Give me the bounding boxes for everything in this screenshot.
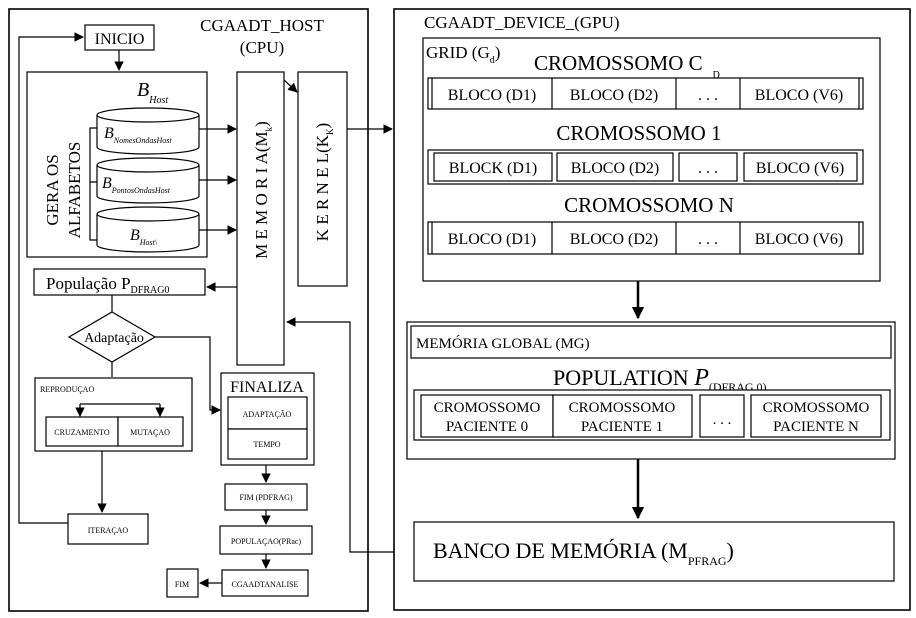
banco-memoria-arrow (286, 317, 414, 553)
fin-tempo-label: TEMPO (253, 440, 280, 449)
populacao-box (33, 268, 206, 296)
grid-label: GRID (Gd) (426, 43, 500, 66)
cromossomo-1-label: CROMOSSOMO 1 (556, 121, 721, 145)
mutacao-label: MUTAÇAO (130, 428, 170, 437)
database-icon-nomes: BNomesOndasHost (96, 107, 200, 155)
banco-memoria-label: BANCO DE MEMÓRIA (MPFRAG) (433, 538, 734, 568)
fin-tempo-box (227, 428, 308, 460)
cruzamento-box (45, 416, 119, 447)
cromossomo-n-label: CROMOSSOMO N (564, 193, 734, 217)
block-cell: . . . (698, 160, 718, 177)
database-icon-host: BHost\ (96, 206, 200, 253)
inicio-box (84, 24, 155, 51)
memoria-box (236, 71, 285, 366)
finaliza-label: FINALIZA (230, 379, 304, 396)
chromosome-row-3: BLOCO (D1) BLOCO (D2) . . . BLOCO (V6) (427, 221, 864, 255)
svg-text:CROMOSSOMO: CROMOSSOMO (569, 400, 676, 416)
block-cell: BLOCO (V6) (755, 87, 843, 104)
fim-label: FIM (175, 580, 189, 589)
mutacao-box (117, 416, 184, 447)
svg-text:. . .: . . . (713, 412, 732, 428)
paciente-ellipsis-cell: . . . (699, 394, 745, 438)
block-cell: BLOCO (D1) (448, 87, 536, 104)
paciente-n-cell: CROMOSSOMO PACIENTE N (750, 394, 882, 438)
svg-text:PACIENTE 1: PACIENTE 1 (581, 419, 663, 435)
fim-pdfrag-label: FIM (PDFRAG) (239, 493, 292, 502)
kernel-box (297, 71, 348, 287)
paciente-1-cell: CROMOSSOMO PACIENTE 1 (552, 394, 693, 438)
fin-adaptacao-label: ADAPTAÇÃO (243, 409, 292, 419)
database-icon-pontos: BPontosOndasHost (96, 157, 200, 204)
populacao-prac-label: POPULAÇAO(PRac) (231, 537, 302, 546)
fin-adaptacao-box (227, 396, 308, 430)
block-cell: BLOCO (V6) (756, 160, 844, 177)
host-subtitle: (CPU) (240, 38, 284, 57)
svg-text:BHost\: BHost\ (130, 227, 157, 247)
iteracao-box (67, 513, 149, 545)
chromosome-row-2: BLOCK (D1) BLOCO (D2) . . . BLOCO (V6) (427, 149, 864, 185)
chromosome-row-1: BLOCO (D1) BLOCO (D2) . . . BLOCO (V6) (427, 77, 864, 110)
cromossomo-c-label: CROMOSSOMO CD (534, 51, 720, 81)
block-cell: BLOCO (D2) (570, 231, 658, 248)
block-cell: . . . (698, 87, 718, 104)
kernel-label: K E R N E L(KK) (313, 123, 335, 241)
block-cell: BLOCO (D2) (571, 160, 659, 177)
memoria-global-label: MEMÓRIA GLOBAL (MG) (416, 335, 590, 352)
populacao-label: População PDFRAG0 (46, 274, 169, 296)
block-cell: BLOCO (D2) (570, 87, 658, 104)
gera-os-label: GERA OS (43, 154, 62, 225)
b-host-label: BHost (137, 79, 168, 106)
cgaadt-analise-box (221, 569, 309, 597)
block-cell: BLOCO (D1) (448, 231, 536, 248)
svg-text:BPontosOndasHost: BPontosOndasHost (102, 175, 171, 195)
adaptacao-finaliza-arrow (155, 336, 221, 415)
svg-text:CROMOSSOMO: CROMOSSOMO (434, 400, 541, 416)
host-title: CGAADT_HOST (200, 16, 324, 35)
svg-text:PACIENTE N: PACIENTE N (773, 419, 859, 435)
cruzamento-label: CRUZAMENTO (54, 428, 110, 437)
svg-text:BNomesOndasHost: BNomesOndasHost (104, 125, 172, 145)
populacao-prac-box (219, 525, 313, 555)
memoria-kernel-arrow (283, 79, 298, 93)
paciente-0-cell: CROMOSSOMO PACIENTE 0 (420, 394, 554, 438)
svg-text:PACIENTE 0: PACIENTE 0 (446, 419, 528, 435)
adaptacao-label: Adaptação (84, 331, 144, 346)
fim-pdfrag-box (224, 483, 308, 511)
device-title: CGAADT_DEVICE_(GPU) (424, 13, 619, 32)
alphabet-bracket (89, 127, 97, 241)
banco-memoria-box (413, 521, 895, 582)
iteracao-label: ITERAÇAO (88, 526, 129, 535)
loop-arrow (18, 32, 84, 524)
reproducao-label: REPRODUÇAO (40, 385, 94, 394)
cgaadt-analise-label: CGAADTANALISE (232, 580, 299, 589)
alfabetos-label: ALFABETOS (65, 142, 84, 239)
memoria-global-header (410, 325, 892, 359)
block-cell: BLOCO (V6) (755, 231, 843, 248)
block-cell: BLOCK (D1) (449, 160, 537, 177)
svg-text:CROMOSSOMO: CROMOSSOMO (763, 400, 870, 416)
inicio-label: INICIO (95, 31, 145, 48)
memoria-label: M E M O R I A(Mk) (252, 121, 274, 259)
block-cell: . . . (698, 231, 718, 248)
fim-box (166, 568, 199, 598)
